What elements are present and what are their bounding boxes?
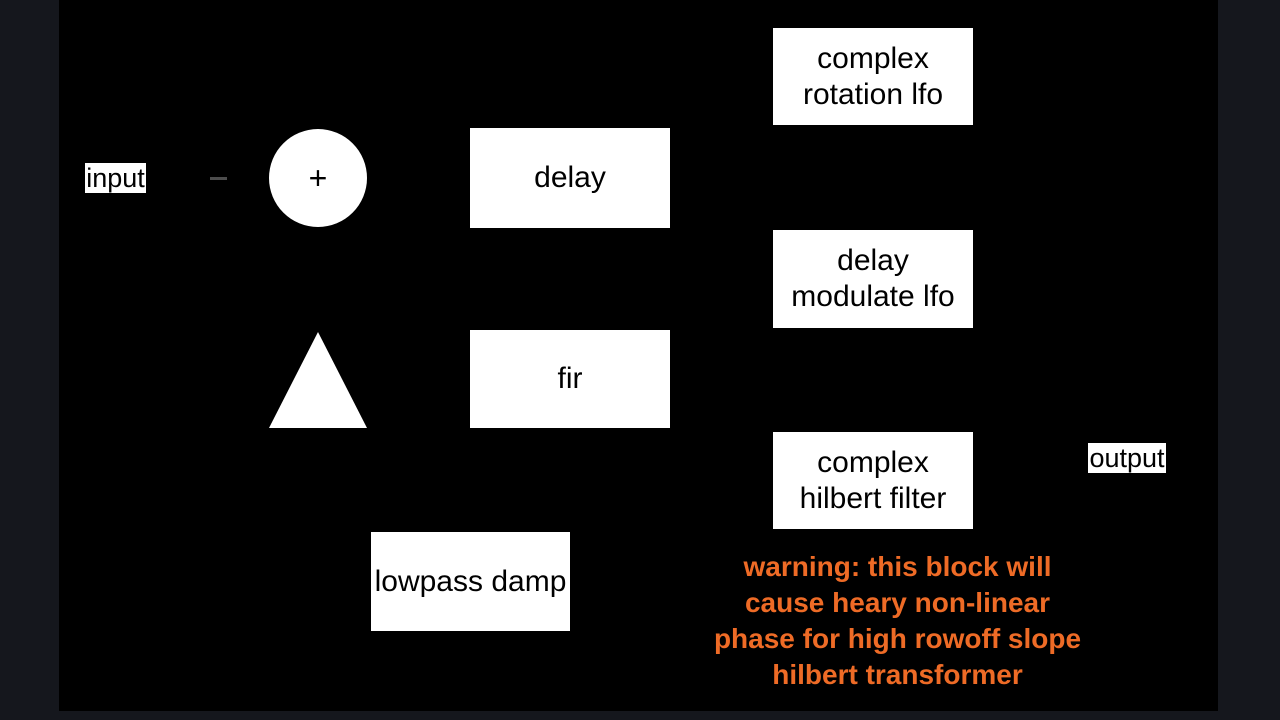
bottom-letterbox <box>0 711 1280 720</box>
sum-junction-symbol: + <box>269 129 367 227</box>
block-label: delay <box>837 244 909 277</box>
block-delay-modulate-lfo: delay modulate lfo <box>773 230 973 328</box>
warning-line: hilbert transformer <box>772 659 1023 690</box>
warning-line: warning: this block will <box>743 551 1052 582</box>
block-label: hilbert filter <box>799 481 947 515</box>
input-label-text: input <box>86 163 145 193</box>
block-label: modulate lfo <box>791 280 955 313</box>
output-label: output <box>1088 443 1166 473</box>
block-label: delay <box>534 161 606 194</box>
warning-line: phase for high rowoff slope <box>713 623 1082 654</box>
block-delay: delay <box>470 128 670 228</box>
block-label: fir <box>557 362 583 395</box>
input-label: input <box>85 163 146 193</box>
block-complex-hilbert-filter: complex hilbert filter <box>773 432 973 529</box>
left-letterbox <box>0 0 59 720</box>
warning-line: cause heary non-linear <box>744 587 1050 618</box>
block-lowpass-damp: lowpass damp <box>371 532 570 631</box>
connector-dash <box>210 177 227 180</box>
block-label: lowpass damp <box>374 564 567 598</box>
block-complex-rotation-lfo: complex rotation lfo <box>773 28 973 125</box>
block-label: complex <box>817 445 929 479</box>
block-label: complex <box>817 41 929 75</box>
warning-text: warning: this block will cause heary non… <box>660 549 1135 693</box>
block-label: rotation lfo <box>802 77 944 111</box>
output-label-text: output <box>1089 443 1165 473</box>
block-fir: fir <box>470 330 670 428</box>
plus-symbol: + <box>308 160 328 196</box>
right-letterbox <box>1218 0 1280 720</box>
gain-triangle-symbol <box>269 332 367 428</box>
